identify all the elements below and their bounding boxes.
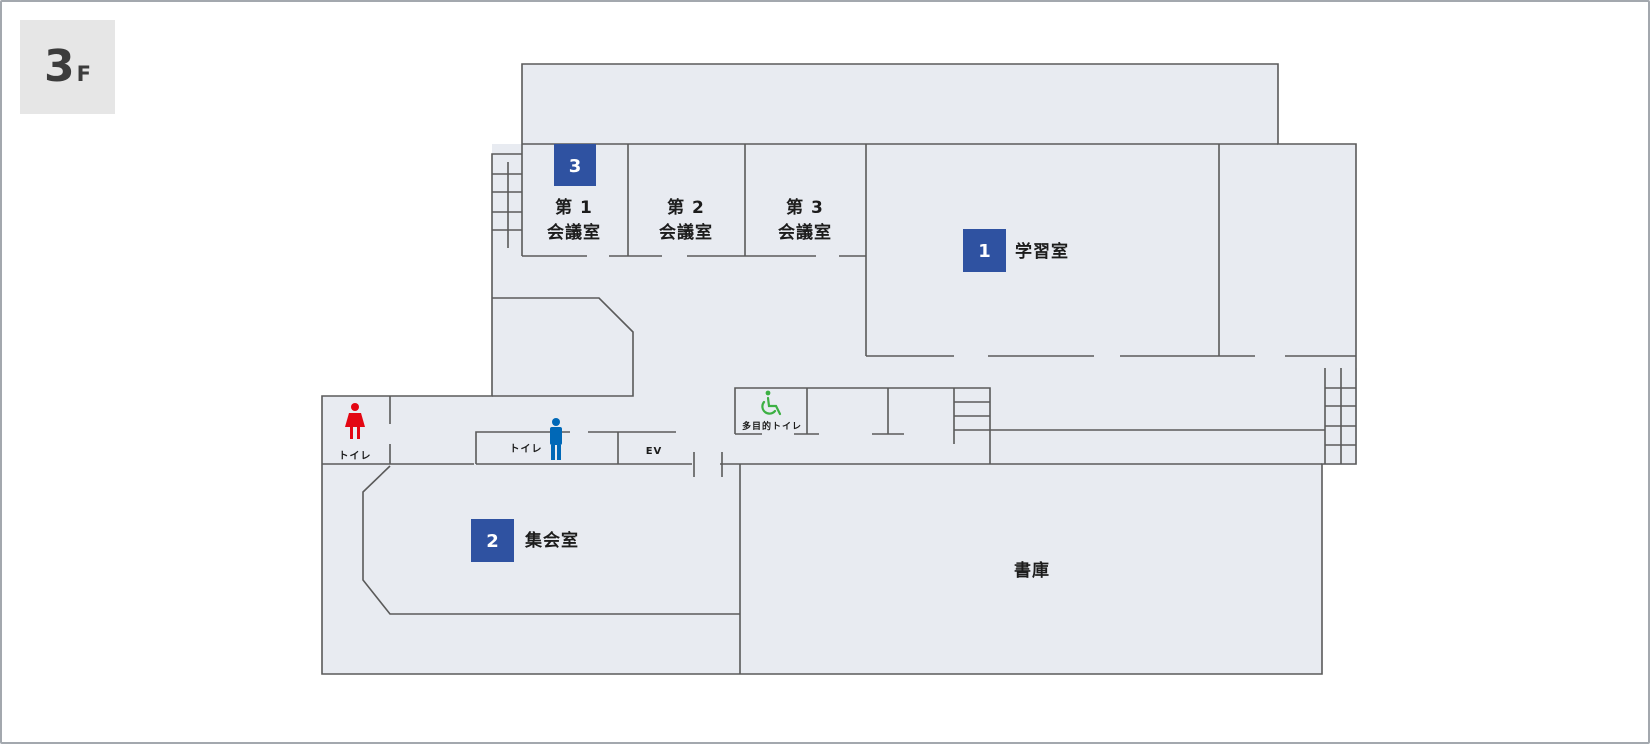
room-markers: 3 1 2 bbox=[471, 144, 1006, 562]
meeting-room-1-line2: 会議室 bbox=[547, 222, 601, 243]
room-labels: 第 1 会議室 第 2 会議室 第 3 会議室 学習室 集会室 書庫 bbox=[524, 197, 1069, 581]
meeting-room-3-line2: 会議室 bbox=[778, 222, 832, 243]
archive-label: 書庫 bbox=[1014, 560, 1050, 581]
assembly-hall-label: 集会室 bbox=[524, 530, 579, 551]
floor-badge: 3 F bbox=[20, 20, 115, 114]
floor-area bbox=[322, 64, 1357, 674]
female-toilet-label: トイレ bbox=[339, 450, 372, 462]
walls bbox=[321, 63, 1357, 675]
floor-unit: F bbox=[76, 62, 91, 86]
room-marker-1 bbox=[963, 229, 1006, 272]
floor-number: 3 bbox=[44, 41, 75, 92]
meeting-room-2-line2: 会議室 bbox=[659, 222, 713, 243]
multipurpose-toilet-label: 多目的トイレ bbox=[742, 420, 802, 432]
male-toilet-label: トイレ bbox=[510, 443, 543, 455]
meeting-room-3-line1: 第 3 bbox=[786, 197, 824, 218]
room-marker-1-number: 1 bbox=[978, 241, 991, 262]
elevator-label: EV bbox=[646, 446, 663, 457]
wheelchair-icon bbox=[761, 390, 782, 416]
meeting-room-1-line1: 第 1 bbox=[555, 197, 593, 218]
room-marker-2 bbox=[471, 519, 514, 562]
facility-icons: トイレ トイレ EV 多目的トイレ bbox=[339, 390, 802, 462]
study-room-label: 学習室 bbox=[1015, 241, 1069, 262]
male-toilet-icon bbox=[550, 418, 562, 460]
female-toilet-icon bbox=[345, 403, 365, 439]
room-marker-3 bbox=[554, 144, 596, 186]
meeting-room-2-line1: 第 2 bbox=[667, 197, 705, 218]
room-marker-2-number: 2 bbox=[486, 531, 499, 552]
room-marker-3-number: 3 bbox=[569, 156, 582, 177]
